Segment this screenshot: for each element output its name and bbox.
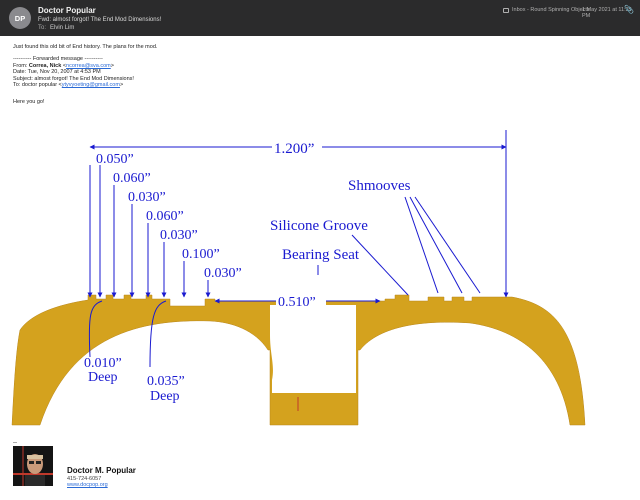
overall-width-label: 1.200” (274, 141, 314, 157)
subject-line: Subject: almost forgot! The End Mod Dime… (13, 75, 134, 82)
paperclip-icon[interactable]: 📎 (624, 5, 634, 14)
dim-label-5: 0.030” (160, 228, 198, 243)
bearing-slot (270, 305, 356, 393)
dim-label-2: 0.060” (113, 171, 151, 186)
signature-name: Doctor M. Popular (67, 466, 136, 475)
bearing-width-label: 0.510” (278, 295, 316, 310)
to-label: To: (38, 25, 47, 31)
signature-photo (13, 446, 53, 486)
signature-website-link[interactable]: www.docpop.org (67, 482, 108, 488)
recipient-row: To:Elvin Lim (38, 25, 74, 31)
depth-1-label: Deep (88, 370, 118, 385)
email-date: 1 May 2021 at 11:25 PM (582, 7, 632, 19)
email-header: DP Doctor Popular Fwd: almost forgot! Th… (0, 0, 640, 36)
mailbox-label: Inbox - Round Spinning Objects (512, 7, 590, 13)
sender-avatar: DP (9, 7, 31, 29)
forwarded-block: ---------- Forwarded message ---------- … (13, 56, 134, 89)
intro-text: Just found this old bit of End history. … (13, 44, 158, 50)
dim-label-1: 0.050” (96, 152, 134, 167)
dim-label-4: 0.060” (146, 209, 184, 224)
mailbox-icon (503, 7, 509, 13)
email-subject: Fwd: almost forgot! The End Mod Dimensio… (38, 17, 162, 23)
mailbox-location[interactable]: Inbox - Round Spinning Objects (503, 7, 590, 13)
silicone-groove-label: Silicone Groove (270, 218, 368, 234)
signature-dash: -- (13, 440, 17, 446)
to-line: To: doctor popular <ytyvyoeting@gmail.co… (13, 82, 124, 88)
depth-2-value: 0.035” (147, 374, 185, 389)
dim-label-7: 0.030” (204, 266, 242, 281)
forward-header: ---------- Forwarded message ---------- (13, 56, 103, 62)
from-line: From: Correa, Nick <ncorrea@sva.com> (13, 62, 114, 69)
date-line: Date: Tue, Nov 20, 2007 at 4:53 PM (13, 69, 101, 75)
depth-2-label: Deep (150, 389, 180, 404)
signature-phone: 415-724-6057 (67, 476, 102, 482)
to-email-link[interactable]: ytyvyoeting@gmail.com (61, 82, 120, 88)
from-email-link[interactable]: ncorrea@sva.com (66, 62, 111, 69)
sender-name[interactable]: Doctor Popular (38, 6, 96, 15)
recipient-name[interactable]: Elvin Lim (50, 25, 75, 31)
bearing-seat-label: Bearing Seat (282, 247, 360, 263)
dim-label-6: 0.100” (182, 247, 220, 262)
closing-text: Here you go! (13, 99, 45, 105)
shmooves-label: Shmooves (348, 178, 411, 194)
from-name: Correa, Nick (28, 62, 62, 69)
dim-label-3: 0.030” (128, 190, 166, 205)
end-mod-diagram: 1.200” 0.050” 0.060” 0.030” 0.060” 0.030… (11, 130, 586, 426)
depth-1-value: 0.010” (84, 356, 122, 371)
